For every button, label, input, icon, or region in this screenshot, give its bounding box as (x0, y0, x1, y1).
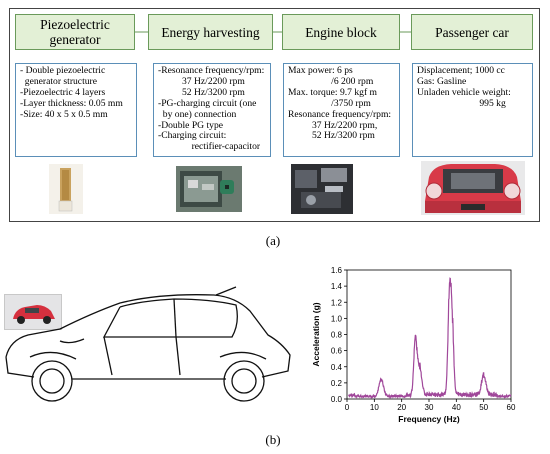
header-line: Piezoelectric (40, 17, 110, 32)
y-tick-label: 1.6 (331, 266, 343, 275)
y-tick-label: 0.2 (331, 379, 343, 388)
spec-line: /3750 rpm (288, 97, 371, 109)
circuit-board-photo (176, 166, 242, 212)
y-axis-label: Acceleration (g) (311, 302, 321, 366)
spec-line: Max power: 6 ps (288, 65, 353, 76)
car-side-line-drawing (5, 286, 291, 402)
spec-line: -PG-charging circuit (one (158, 97, 257, 109)
x-tick-label: 50 (479, 403, 488, 412)
spec-line: -Double PG type (158, 119, 224, 131)
spec-line: Displacement; 1000 cc (417, 65, 505, 76)
x-tick-label: 40 (452, 403, 461, 412)
engine-photo (291, 164, 353, 214)
x-tick-label: 0 (345, 403, 350, 412)
header-line: Energy harvesting (161, 24, 260, 40)
spec-line: - Double piezoelectric (20, 65, 106, 76)
spec-line: by one) connection (158, 108, 237, 120)
spec-box-piezoelectric: - Double piezoelectric generator structu… (15, 63, 137, 157)
spec-line: Unladen vehicle weight: (417, 86, 511, 98)
spec-line: -Layer thickness: 0.05 mm (20, 97, 123, 109)
header-line: Passenger car (435, 24, 509, 40)
spec-line: -Resonance frequency/rpm: (158, 65, 265, 76)
y-tick-label: 0.6 (331, 347, 343, 356)
y-tick-label: 1.2 (331, 298, 343, 307)
header-connectors (135, 31, 411, 33)
plot-frame (346, 269, 512, 400)
spec-line: Max. torque: 9.7 kgf m (288, 86, 377, 98)
y-tick-label: 0.8 (331, 331, 343, 340)
spec-line: rectifier-capacitor (158, 141, 261, 153)
spec-line: /6 200 rpm (288, 75, 374, 87)
spec-line: -Charging circuit: (158, 130, 227, 142)
spec-box-engine-block: Max power: 6 ps /6 200 rpm Max. torque: … (283, 63, 400, 157)
panel-a-frame (9, 8, 540, 222)
header-passenger-car: Passenger car (411, 14, 533, 50)
spec-box-passenger-car: Displacement; 1000 cc Gas: Gasline Unlad… (412, 63, 533, 157)
y-tick-label: 0.0 (331, 395, 343, 404)
spec-line: Resonance frequency/rpm: (288, 108, 392, 120)
spec-box-energy-harvesting: -Resonance frequency/rpm: 37 Hz/2200 rpm… (153, 63, 271, 157)
x-tick-label: 60 (507, 403, 516, 412)
red-car-thumbnail-drawing (5, 295, 61, 329)
acceleration-curve (347, 277, 512, 400)
spec-line: generator structure (20, 75, 97, 87)
caption-b: (b) (265, 432, 281, 447)
header-line: Engine block (305, 24, 377, 40)
spec-line: 37 Hz/2200 rpm, (288, 119, 378, 131)
x-tick-label: 20 (397, 403, 406, 412)
spec-line: -Size: 40 x 5 x 0.5 mm (20, 108, 108, 120)
x-axis-label: Frequency (Hz) (398, 414, 460, 424)
caption-a: (a) (265, 233, 281, 248)
spec-line: 37 Hz/2200 rpm (158, 75, 245, 87)
spec-line: 52 Hz/3200 rpm (158, 86, 245, 98)
header-line: generator (49, 32, 101, 47)
y-tick-label: 0.4 (331, 363, 343, 372)
x-tick-label: 10 (370, 403, 379, 412)
spec-line: 52 Hz/3200 rpm (288, 130, 375, 142)
y-tick-label: 1.4 (331, 282, 343, 291)
x-tick-label: 30 (425, 403, 434, 412)
spec-line: Gas: Gasline (417, 75, 467, 87)
red-car-thumbnail (4, 294, 62, 330)
header-energy-harvesting: Energy harvesting (148, 14, 273, 50)
header-engine-block: Engine block (282, 14, 400, 50)
y-tick-label: 1.0 (331, 314, 343, 323)
piezo-strip-photo (49, 164, 83, 214)
spec-line: 995 kg (417, 97, 506, 109)
car-front-photo (421, 161, 525, 215)
spec-line: -Piezoelectric 4 layers (20, 86, 106, 98)
